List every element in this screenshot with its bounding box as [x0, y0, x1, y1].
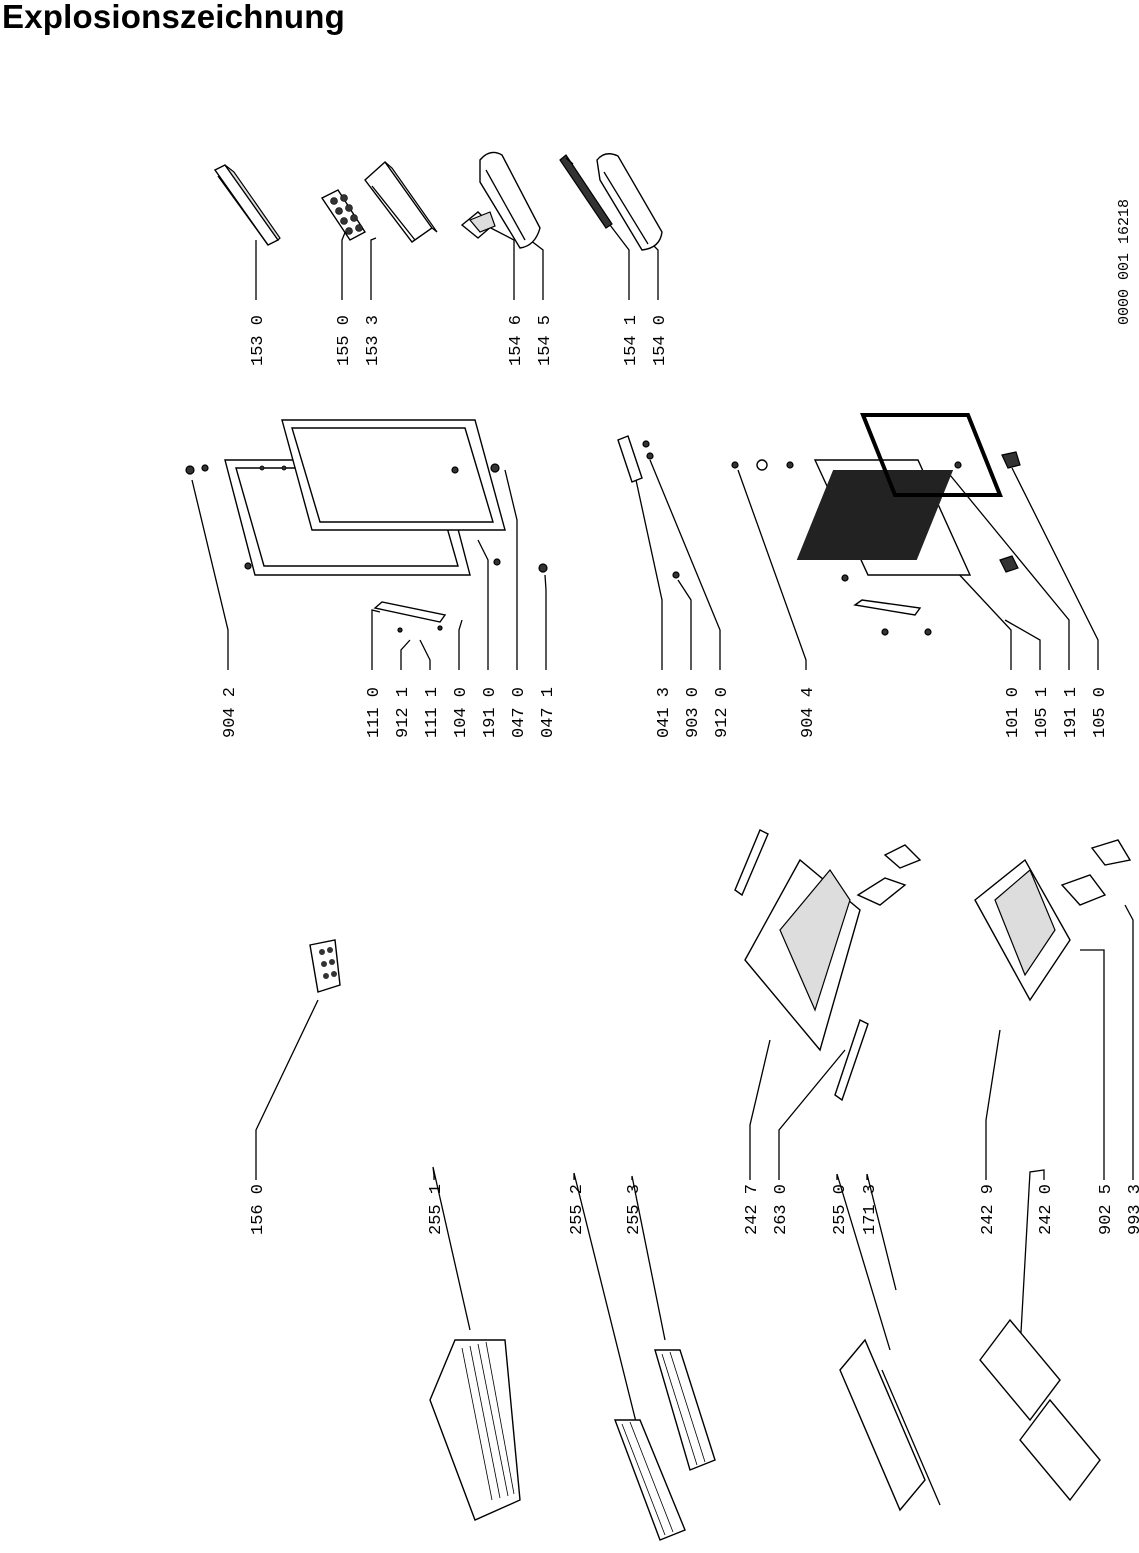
label-111-1: 111 1 — [423, 687, 442, 738]
drawer-cover-242-7 — [734, 829, 869, 1102]
vegetable-drawers-242-0 — [979, 1318, 1101, 1502]
label-153-0: 153 0 — [249, 315, 268, 366]
label-242-9: 242 9 — [979, 1184, 998, 1235]
label-255-1: 255 1 — [427, 1184, 446, 1235]
label-263-0: 263 0 — [772, 1184, 791, 1235]
lower-door-assembly — [731, 413, 1021, 636]
label-191-1: 191 1 — [1062, 687, 1081, 738]
label-255-0: 255 0 — [831, 1184, 850, 1235]
label-041-3: 041 3 — [655, 687, 674, 738]
label-154-5: 154 5 — [536, 315, 555, 366]
label-105-1: 105 1 — [1033, 687, 1052, 738]
label-154-1: 154 1 — [622, 315, 641, 366]
leader-lines — [191, 224, 1134, 1431]
label-153-3: 153 3 — [364, 315, 383, 366]
label-255-3: 255 3 — [625, 1184, 644, 1235]
label-155-0: 155 0 — [335, 315, 354, 366]
label-154-6: 154 6 — [507, 315, 526, 366]
drawer-242-9 — [974, 858, 1071, 1002]
egg-tray-155-0 — [320, 189, 366, 241]
label-242-0: 242 0 — [1037, 1184, 1056, 1235]
label-912-1: 912 1 — [394, 687, 413, 738]
label-047-1: 047 1 — [539, 687, 558, 738]
document-number: 0000 001 16218 — [1116, 199, 1133, 325]
egg-tray-156-0 — [309, 939, 341, 993]
label-255-2: 255 2 — [568, 1184, 587, 1235]
label-154-0: 154 0 — [651, 315, 670, 366]
shelf-255-1 — [429, 1339, 521, 1521]
label-111-0: 111 0 — [365, 687, 384, 738]
label-993-3: 993 3 — [1126, 1184, 1139, 1235]
label-105-0: 105 0 — [1091, 687, 1110, 738]
clip-154-6 — [460, 211, 496, 239]
bottle-shelf-154-0 — [596, 153, 663, 251]
label-104-0: 104 0 — [452, 687, 471, 738]
label-101-0: 101 0 — [1004, 687, 1023, 738]
door-shelf-153-0 — [213, 164, 281, 246]
upper-door-assembly — [185, 419, 548, 633]
page-title: Explosionszeichnung — [2, 0, 346, 35]
label-912-0: 912 0 — [713, 687, 732, 738]
small-parts-902-5 — [856, 839, 1132, 906]
label-904-2: 904 2 — [221, 687, 240, 738]
shelf-255-3 — [654, 1349, 716, 1471]
glass-plate-255-0 — [839, 1338, 941, 1512]
label-047-0: 047 0 — [510, 687, 529, 738]
label-242-7: 242 7 — [743, 1184, 762, 1235]
label-904-4: 904 4 — [799, 687, 818, 738]
door-shelf-153-3 — [364, 160, 438, 243]
bar-154-1 — [559, 154, 613, 229]
part-labels: 156 0 255 1 255 2 255 3 242 7 263 0 255 … — [221, 199, 1139, 1235]
hinge-041-3 — [617, 435, 680, 579]
label-191-0: 191 0 — [481, 687, 500, 738]
label-156-0: 156 0 — [249, 1184, 268, 1235]
shelf-255-2 — [613, 1419, 686, 1541]
label-171-3: 171 3 — [861, 1184, 880, 1235]
bottle-shelf-154-5 — [479, 151, 541, 249]
label-902-5: 902 5 — [1097, 1184, 1116, 1235]
label-903-0: 903 0 — [684, 687, 703, 738]
